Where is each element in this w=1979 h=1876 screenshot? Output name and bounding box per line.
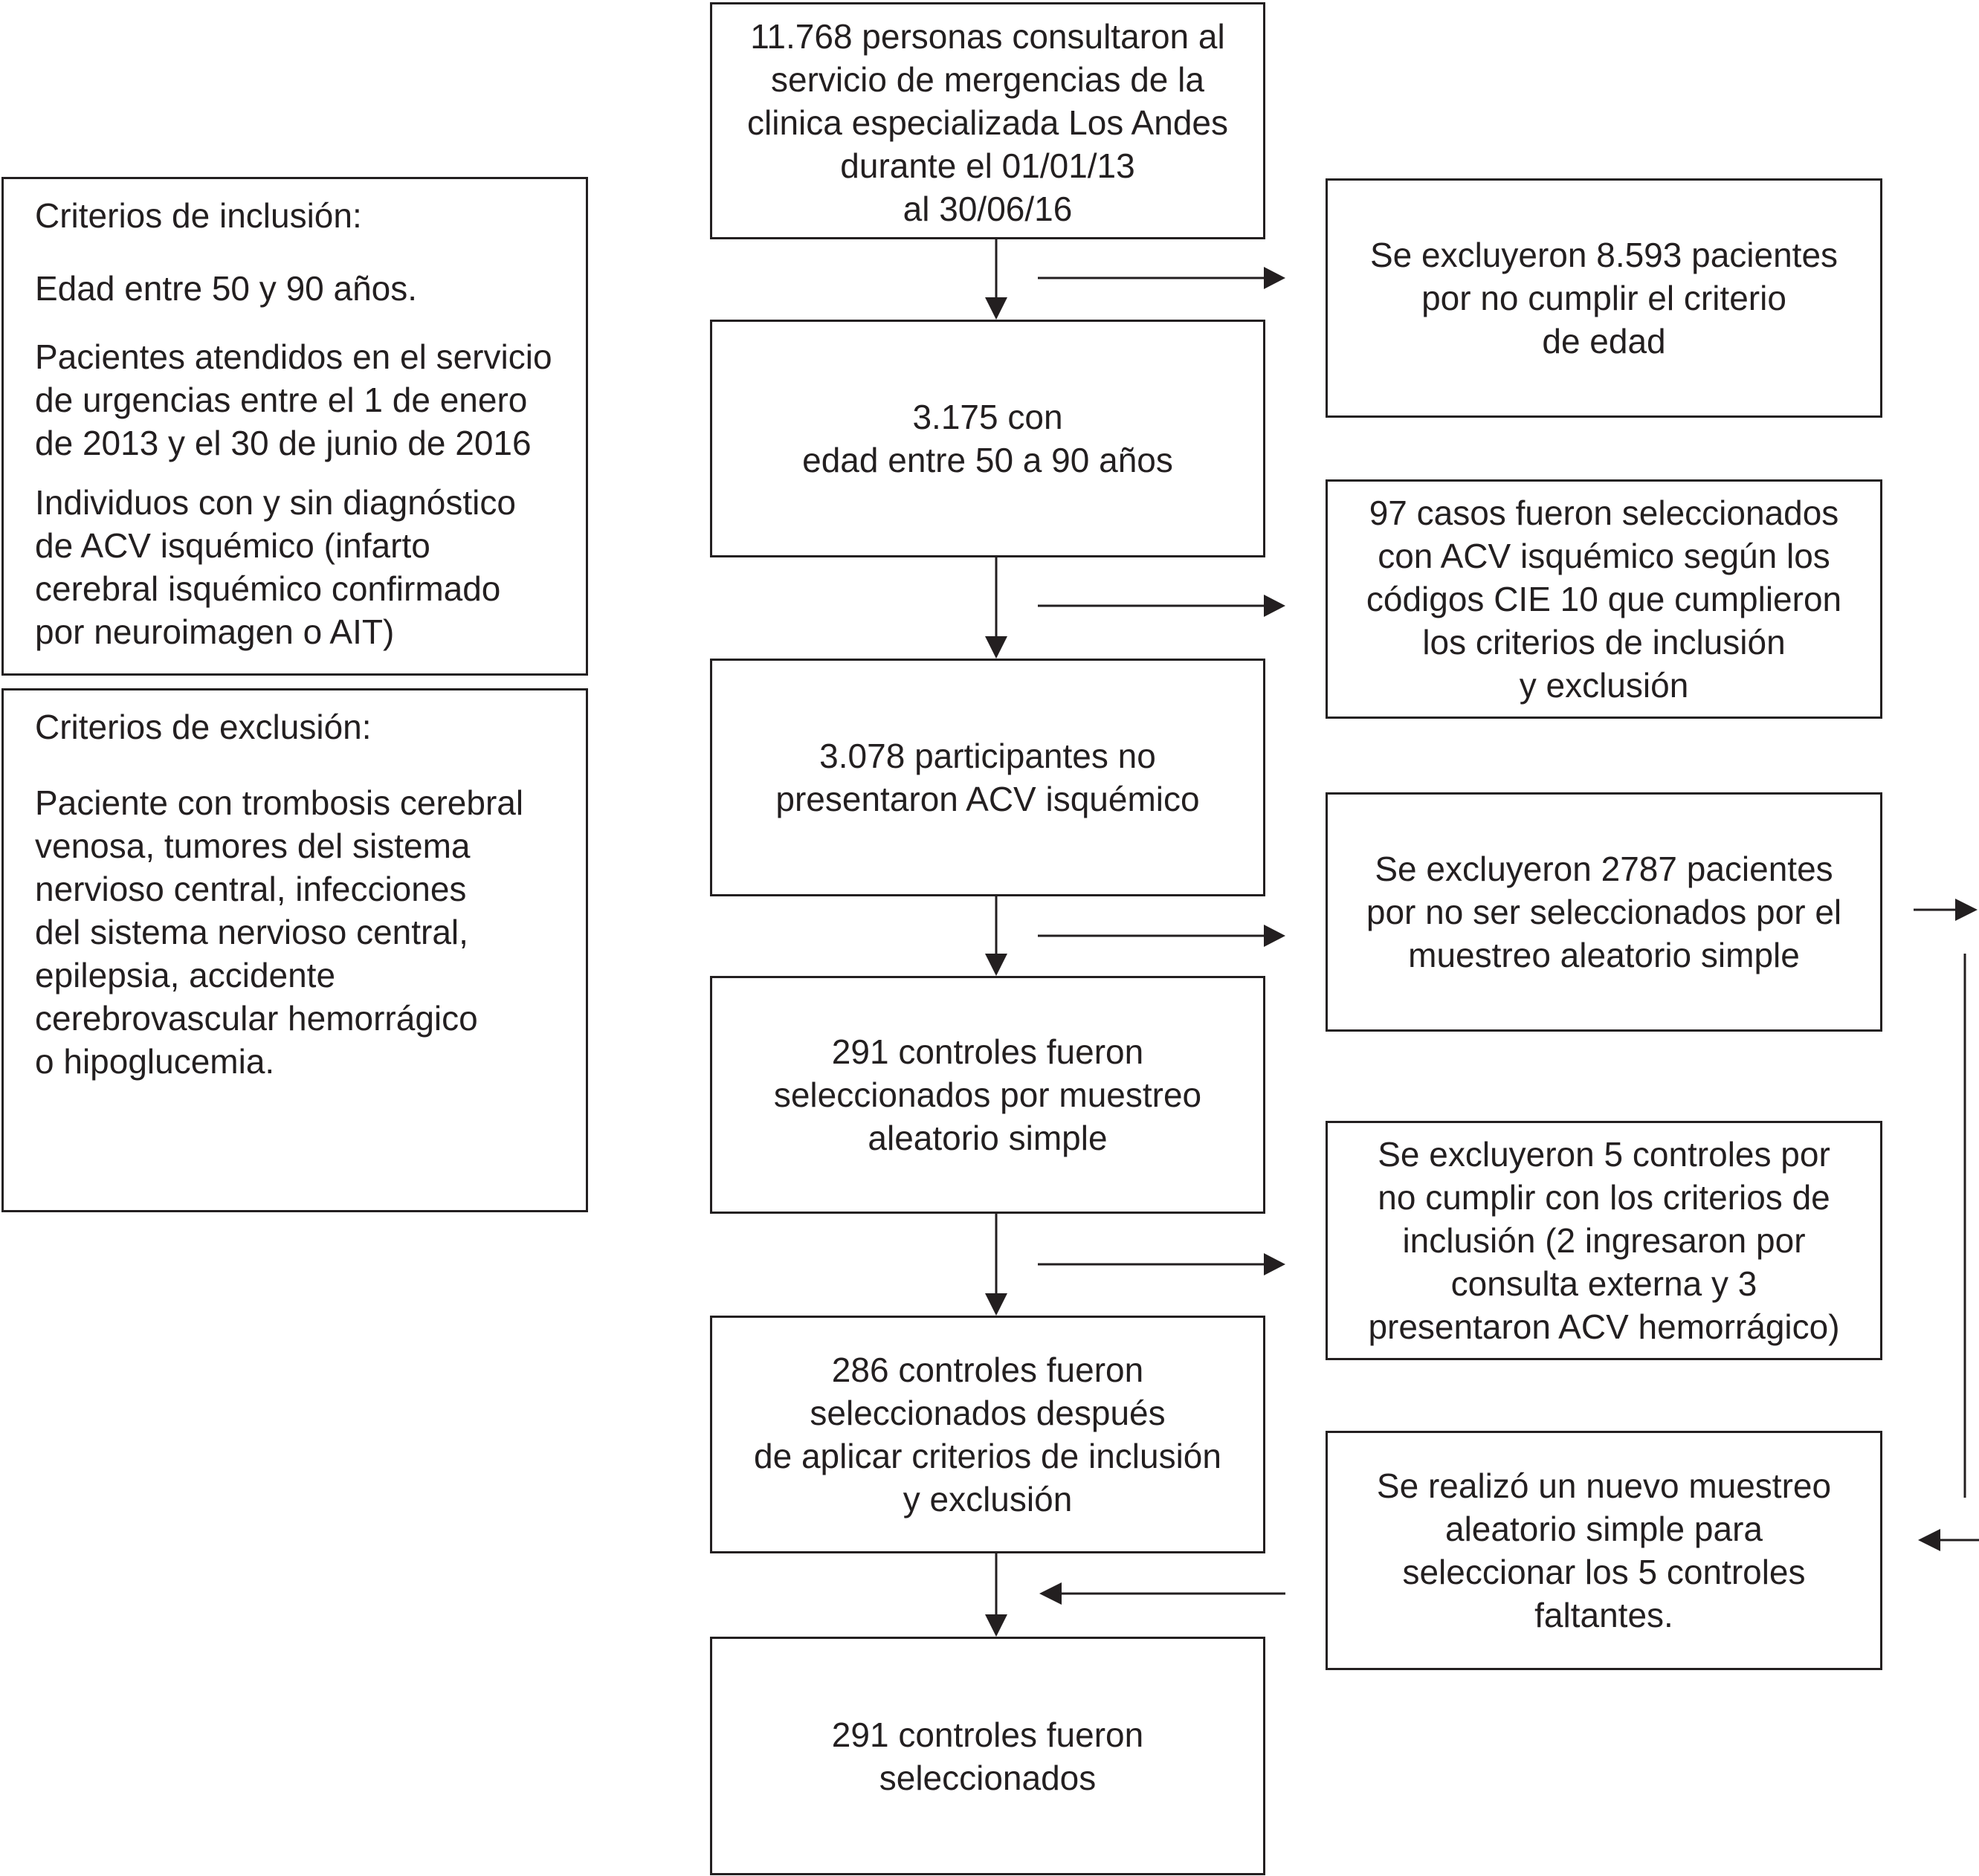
arrowhead-left-resample	[1039, 1582, 1062, 1605]
flow-step-6-final-controls: 291 controles fueron seleccionados	[710, 1637, 1265, 1875]
inclusion-item-diagnosis: Individuos con y sin diagnóstico de ACV …	[35, 481, 586, 653]
arrowhead-down-5	[985, 1614, 1007, 1637]
cases-selected-box: 97 casos fueron seleccionados con ACV is…	[1326, 479, 1882, 719]
flow-step-2-age-filter: 3.175 con edad entre 50 a 90 años	[710, 320, 1265, 557]
text-line: o hipoglucemia.	[35, 1042, 275, 1081]
flow-step-1-consultations: 11.768 personas consultaron al servicio …	[710, 2, 1265, 239]
text-line: con ACV isquémico según los	[1378, 537, 1830, 575]
text-line: códigos CIE 10 que cumplieron	[1366, 580, 1842, 618]
flow-step-4-random-sample: 291 controles fueron seleccionados por m…	[710, 976, 1265, 1214]
text-line: los criterios de inclusión	[1422, 623, 1786, 662]
text-line: edad entre 50 a 90 años	[802, 441, 1173, 479]
arrowhead-right-1	[1264, 267, 1285, 289]
text-line: consulta externa y 3	[1450, 1264, 1757, 1303]
excluded-age-box: Se excluyeron 8.593 pacientes por no cum…	[1326, 178, 1882, 418]
text-line: de edad	[1542, 322, 1666, 360]
text-line: 11.768 personas consultaron al	[750, 17, 1225, 56]
text-line: Paciente con trombosis cerebral	[35, 783, 524, 822]
text-line: nervioso central, infecciones	[35, 870, 467, 908]
text-line: Pacientes atendidos en el servicio	[35, 337, 552, 376]
text-line: y exclusión	[1519, 666, 1689, 705]
exclusion-item-conditions: Paciente con trombosis cerebral venosa, …	[35, 781, 586, 1083]
flow-step-5-after-criteria: 286 controles fueron seleccionados despu…	[710, 1316, 1265, 1553]
text-line: servicio de mergencias de la	[771, 60, 1204, 99]
text-line: 3.078 participantes no	[819, 737, 1156, 775]
text-line: epilepsia, accidente	[35, 956, 336, 994]
text-line: clinica especializada Los Andes	[747, 103, 1228, 142]
text-line: 286 controles fueron	[831, 1351, 1144, 1389]
arrowhead-down-3	[985, 954, 1007, 976]
arrowhead-down-1	[985, 297, 1007, 320]
resample-box: Se realizó un nuevo muestreo aleatorio s…	[1326, 1431, 1882, 1670]
text-line: de aplicar criterios de inclusión	[754, 1437, 1221, 1475]
inclusion-title: Criterios de inclusión:	[35, 194, 586, 237]
arrowhead-edge-in	[1918, 1529, 1940, 1551]
text-line: cerebrovascular hemorrágico	[35, 999, 478, 1038]
text-line: Se realizó un nuevo muestreo	[1376, 1466, 1832, 1505]
arrowhead-down-2	[985, 636, 1007, 659]
text-line: 3.175 con	[912, 398, 1063, 436]
excluded-sampling-box: Se excluyeron 2787 pacientes por no ser …	[1326, 792, 1882, 1032]
text-line: de ACV isquémico (infarto	[35, 526, 430, 565]
inclusion-criteria-box: Criterios de inclusión: Edad entre 50 y …	[1, 177, 588, 676]
text-line: seleccionar los 5 controles	[1402, 1553, 1806, 1591]
text-line: presentaron ACV isquémico	[775, 780, 1200, 818]
text-line: 291 controles fueron	[831, 1032, 1144, 1071]
text-line: de 2013 y el 30 de junio de 2016	[35, 424, 532, 462]
arrowhead-right-3	[1264, 925, 1285, 947]
text-line: y exclusión	[903, 1480, 1073, 1518]
text-line: Se excluyeron 8.593 pacientes	[1369, 236, 1838, 274]
text-line: Se excluyeron 5 controles por	[1378, 1135, 1830, 1174]
text-line: faltantes.	[1534, 1596, 1673, 1634]
text-line: muestreo aleatorio simple	[1408, 936, 1800, 974]
text-line: del sistema nervioso central,	[35, 913, 468, 951]
arrowhead-edge-out	[1955, 899, 1978, 921]
arrowhead-down-4	[985, 1293, 1007, 1316]
exclusion-criteria-box: Criterios de exclusión: Paciente con tro…	[1, 688, 588, 1212]
text-line: aleatorio simple	[868, 1119, 1108, 1157]
excluded-controls-box: Se excluyeron 5 controles por no cumplir…	[1326, 1121, 1882, 1360]
text-line: por no ser seleccionados por el	[1366, 893, 1842, 931]
text-line: seleccionados después	[810, 1394, 1166, 1432]
text-line: por no cumplir el criterio	[1421, 279, 1786, 317]
text-line: Se excluyeron 2787 pacientes	[1375, 850, 1833, 888]
text-line: durante el 01/01/13	[840, 146, 1135, 185]
exclusion-title-text: Criterios de exclusión:	[35, 708, 372, 746]
text-line: presentaron ACV hemorrágico)	[1368, 1307, 1840, 1346]
text-line: de urgencias entre el 1 de enero	[35, 381, 528, 419]
text-line: 291 controles fueron	[831, 1715, 1144, 1754]
text-line: cerebral isquémico confirmado	[35, 569, 501, 608]
text-line: venosa, tumores del sistema	[35, 827, 471, 865]
arrowhead-right-2	[1264, 595, 1285, 617]
text-line: 97 casos fueron seleccionados	[1369, 494, 1839, 532]
text-line: seleccionados por muestreo	[773, 1076, 1202, 1114]
text-line: aleatorio simple para	[1444, 1510, 1763, 1548]
arrowhead-right-4	[1264, 1253, 1285, 1275]
text-line: por neuroimagen o AIT)	[35, 612, 395, 651]
text-line: seleccionados	[879, 1758, 1097, 1797]
inclusion-item-age: Edad entre 50 y 90 años.	[35, 267, 586, 310]
text-line: no cumplir con los criterios de	[1378, 1178, 1830, 1217]
text-line: Individuos con y sin diagnóstico	[35, 483, 516, 522]
exclusion-title: Criterios de exclusión:	[35, 705, 586, 748]
text-line: Edad entre 50 y 90 años.	[35, 269, 418, 308]
flow-step-3-no-stroke: 3.078 participantes no presentaron ACV i…	[710, 659, 1265, 896]
text-line: al 30/06/16	[903, 190, 1073, 228]
text-line: inclusión (2 ingresaron por	[1402, 1221, 1806, 1260]
inclusion-item-period: Pacientes atendidos en el servicio de ur…	[35, 335, 586, 465]
inclusion-title-text: Criterios de inclusión:	[35, 196, 362, 235]
